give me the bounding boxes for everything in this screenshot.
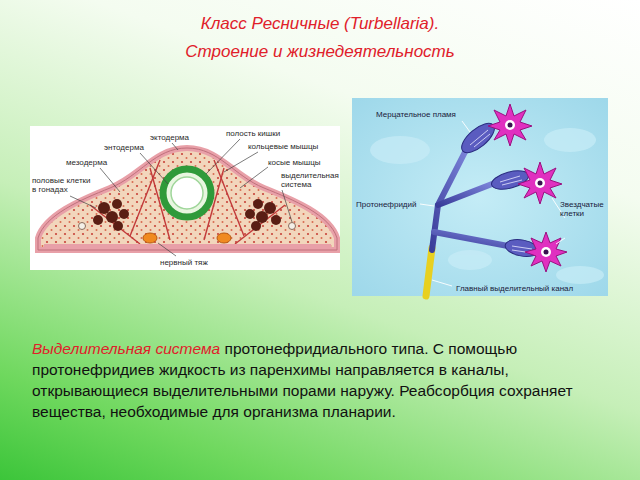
- part-label: Звездчатые клетки: [560, 200, 606, 218]
- part-label: Главный выделительный канал: [456, 284, 606, 293]
- part-label: нервный тяж: [160, 258, 230, 267]
- cross-section: [30, 126, 340, 270]
- slide-title: Класс Ресничные (Turbellaria). Строение …: [175, 10, 465, 66]
- part-label: мезодерма: [66, 158, 126, 167]
- part-label: энтодерма: [104, 143, 164, 152]
- protonephridia: [352, 98, 608, 296]
- part-label: Протонефридий: [356, 200, 426, 209]
- part-label: полость кишки: [226, 129, 306, 138]
- part-label: Мерцательное пламя: [376, 110, 476, 119]
- description-paragraph: Выделительная системапротонефридиального…: [32, 338, 616, 422]
- part-label: половые клетки в гонадах: [32, 176, 94, 194]
- part-label: косые мышцы: [268, 158, 338, 167]
- part-label: эктодерма: [150, 133, 210, 142]
- part-label: выделительная система: [281, 171, 339, 189]
- part-label: кольцевые мышцы: [248, 142, 338, 151]
- paragraph-lead: Выделительная система: [32, 340, 220, 357]
